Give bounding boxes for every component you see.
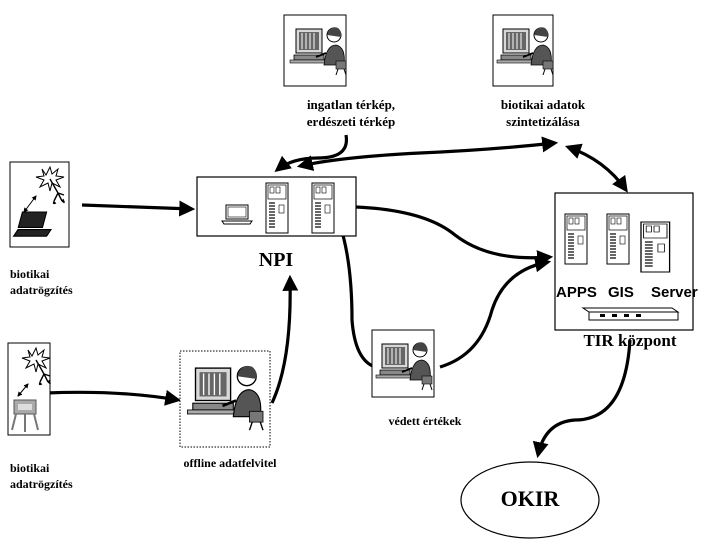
gps-receiver-icon — [11, 399, 39, 432]
protected-values-node — [371, 329, 435, 398]
arrow-gps-to-offline — [45, 389, 182, 406]
label-line: adatrögzítés — [10, 477, 73, 491]
field-gps-node — [7, 342, 51, 436]
label-line: biotikai adatok — [500, 97, 586, 112]
arrow-npi-to-tir — [355, 205, 554, 267]
server-tower-icon — [606, 213, 630, 265]
server-tower-icon — [265, 182, 289, 234]
arrow-tir-to-okir — [532, 339, 632, 459]
field-gps-label: biotikai adatrögzítés — [10, 460, 73, 492]
tir-center-label: TIR központ — [583, 331, 677, 350]
server-tower-icon — [640, 221, 671, 273]
map-operator-node — [283, 14, 347, 87]
label-line: ingatlan térkép, — [306, 97, 396, 112]
arrow-npi-tir-to-synthesis — [296, 136, 559, 171]
npi-node — [196, 176, 357, 237]
main-server-label: Server — [651, 284, 698, 301]
okir-label: OKIR — [500, 486, 560, 511]
connection-arrows — [45, 134, 632, 459]
okir-node — [460, 461, 600, 539]
protected-values-label: védett értékek — [388, 414, 462, 428]
label-line: erdészeti térkép — [306, 114, 396, 129]
arrow-synthesis-to-tir — [564, 143, 628, 193]
npi-label: NPI — [258, 249, 294, 271]
synthesis-operator-node — [492, 14, 554, 87]
arrow-laptop-to-npi — [81, 200, 196, 217]
laptop-icon — [221, 204, 253, 225]
offline-input-node — [179, 350, 271, 448]
gis-server-label: GIS — [608, 284, 634, 301]
label-line: biotikai — [10, 461, 50, 475]
tir-center-node — [554, 192, 694, 331]
label-line: adatrögzítés — [10, 283, 73, 297]
offline-input-label: offline adatfelvitel — [183, 456, 277, 470]
apps-server-label: APPS — [556, 284, 597, 301]
server-tower-icon — [564, 213, 588, 265]
synthesis-operator-label: biotikai adatok szintetizálása — [478, 96, 608, 130]
server-tower-icon — [311, 182, 335, 234]
arrow-protected-to-tir — [439, 256, 552, 369]
arrow-offline-to-npi — [270, 274, 299, 404]
field-laptop-node — [9, 161, 70, 248]
laptop-icon — [12, 211, 53, 237]
map-operator-label: ingatlan térkép, erdészeti térkép — [276, 96, 426, 130]
label-line: szintetizálása — [506, 114, 580, 129]
network-switch-icon — [581, 307, 680, 321]
field-laptop-label: biotikai adatrögzítés — [10, 266, 73, 298]
label-line: biotikai — [10, 267, 50, 281]
